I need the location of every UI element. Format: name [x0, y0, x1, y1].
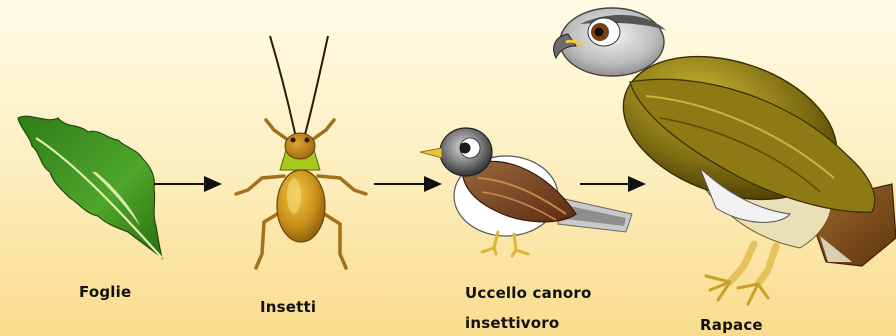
label-rapace: Rapace	[700, 316, 763, 334]
cricket-icon	[236, 36, 366, 268]
label-insetti: Insetti	[260, 298, 316, 316]
label-songbird-line1: Uccello canoro	[465, 284, 591, 302]
label-songbird-line2: insettivoro	[465, 314, 559, 332]
leaf-icon	[18, 116, 162, 258]
hawk-icon	[554, 8, 896, 304]
label-foglie: Foglie	[79, 283, 131, 301]
songbird-icon	[420, 128, 632, 256]
